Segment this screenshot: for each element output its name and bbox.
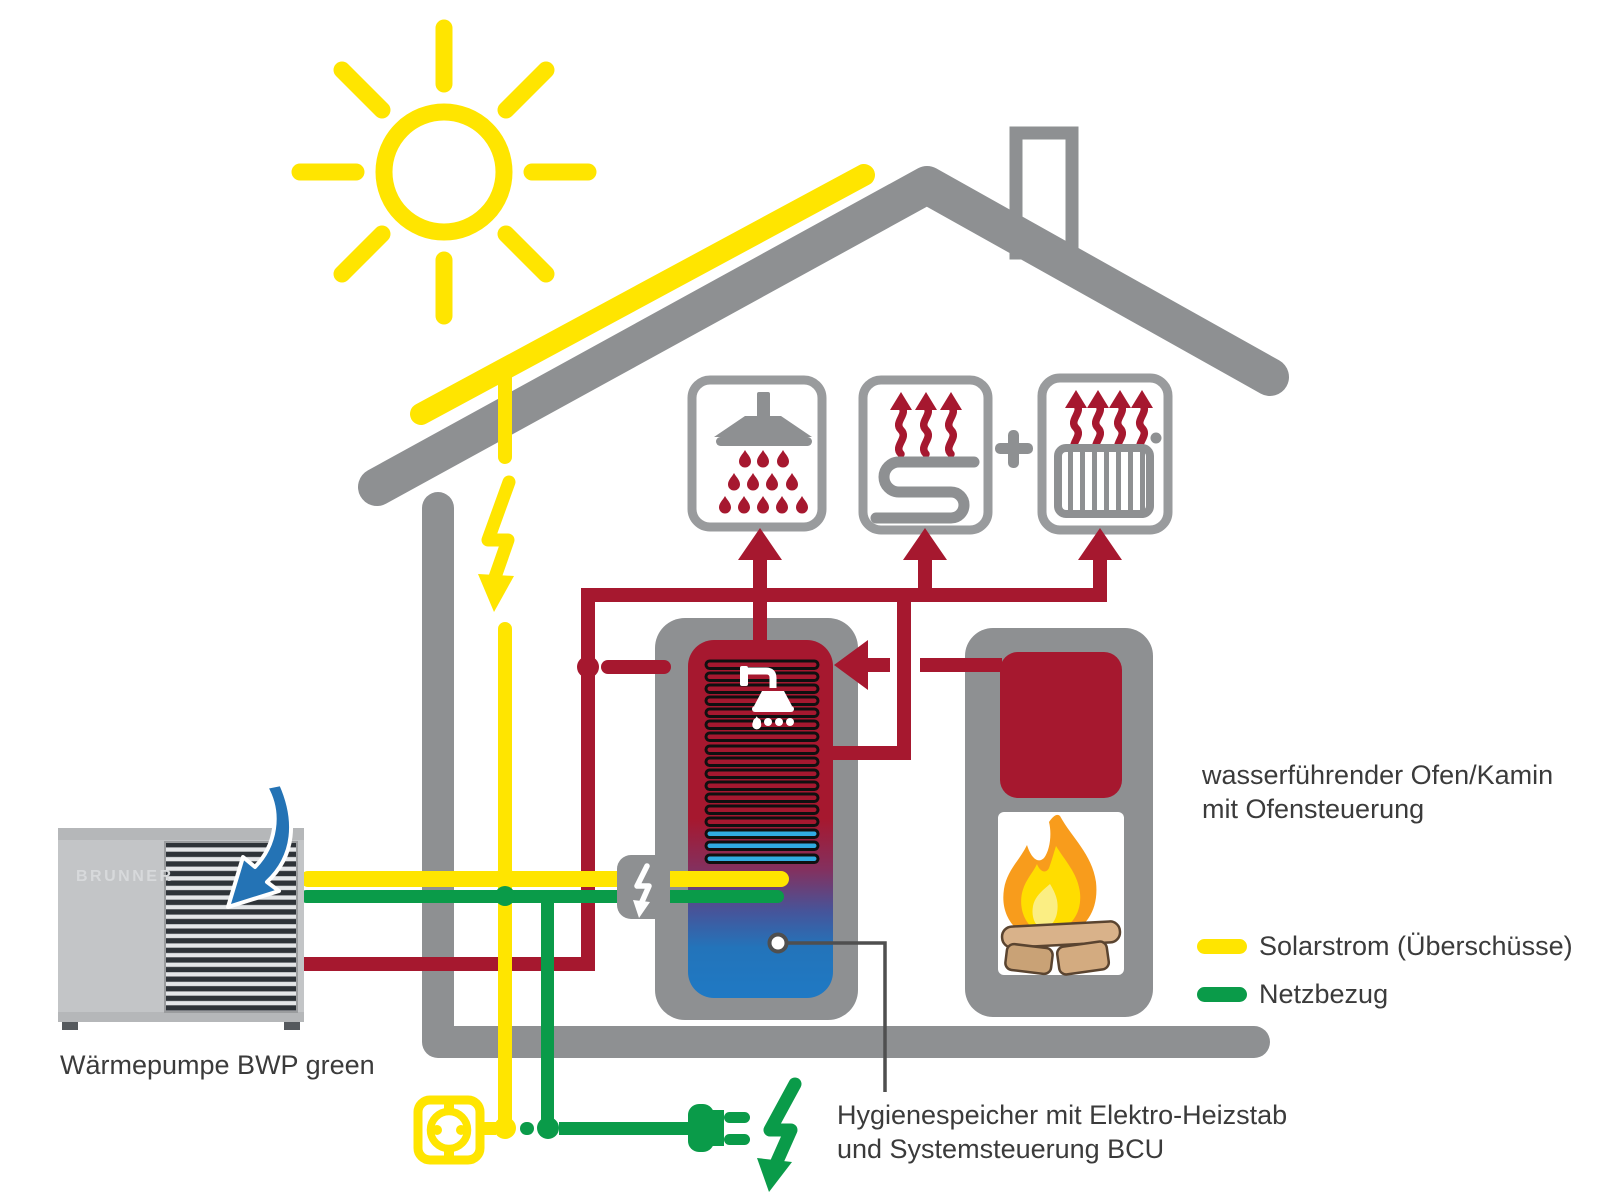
stove-label-line1: wasserführender Ofen/Kamin xyxy=(1202,760,1554,790)
house-wall-floor xyxy=(422,492,1270,1058)
radiator-icon xyxy=(1037,373,1173,535)
solar-panel-line xyxy=(410,164,875,425)
air-intake-arrow-icon xyxy=(226,782,293,909)
solar-line-swatch xyxy=(1197,939,1247,954)
sun-icon xyxy=(291,19,597,325)
heating-pipes xyxy=(300,528,1122,971)
grid-lightning-icon xyxy=(757,1077,802,1192)
power-connector-icon xyxy=(617,855,670,919)
heat-pump-label: Wärmepumpe BWP green xyxy=(60,1050,375,1080)
solar-junction-dot xyxy=(494,868,516,890)
stove-label-line2: mit Ofensteuerung xyxy=(1202,794,1425,824)
callout-line xyxy=(787,941,887,1092)
plus-icon xyxy=(995,430,1033,468)
stove-water-jacket xyxy=(1000,652,1122,798)
grid-junction-dot xyxy=(495,886,515,906)
grid-connection xyxy=(494,1077,802,1192)
lightning-icon xyxy=(478,475,516,612)
legend-item-solar: Solarstrom (Überschüsse) xyxy=(1197,933,1573,960)
fire-icon xyxy=(1003,814,1097,933)
shower-icon xyxy=(687,375,827,532)
legend-item-grid: Netzbezug xyxy=(1197,981,1573,1008)
storage-label-line1: Hygienespeicher mit Elektro-Heizstab xyxy=(837,1100,1288,1130)
brand-text: BRUNNER xyxy=(76,868,174,885)
wood-logs-icon xyxy=(1000,920,1122,976)
plug-icon xyxy=(688,1104,750,1152)
socket-icon xyxy=(413,1095,496,1165)
stove-fireplace xyxy=(965,628,1153,1017)
roof xyxy=(358,166,1289,506)
stove-label: wasserführender Ofen/Kamin mit Ofensteue… xyxy=(1202,758,1553,826)
underfloor-heating-icon xyxy=(858,375,993,535)
legend-label-grid: Netzbezug xyxy=(1259,979,1389,1009)
legend: Solarstrom (Überschüsse) Netzbezug xyxy=(1197,933,1573,1029)
grid-line-swatch xyxy=(1197,987,1247,1002)
legend-label-solar: Solarstrom (Überschüsse) xyxy=(1259,931,1573,961)
tank-shower-glyph xyxy=(740,666,794,730)
storage-label-line2: und Systemsteuerung BCU xyxy=(837,1134,1165,1164)
heat-pump-unit: BRUNNER xyxy=(58,782,304,1030)
sensor-dot xyxy=(767,932,789,954)
buffer-tank xyxy=(655,618,858,1020)
storage-label: Hygienespeicher mit Elektro-Heizstab und… xyxy=(837,1098,1287,1166)
